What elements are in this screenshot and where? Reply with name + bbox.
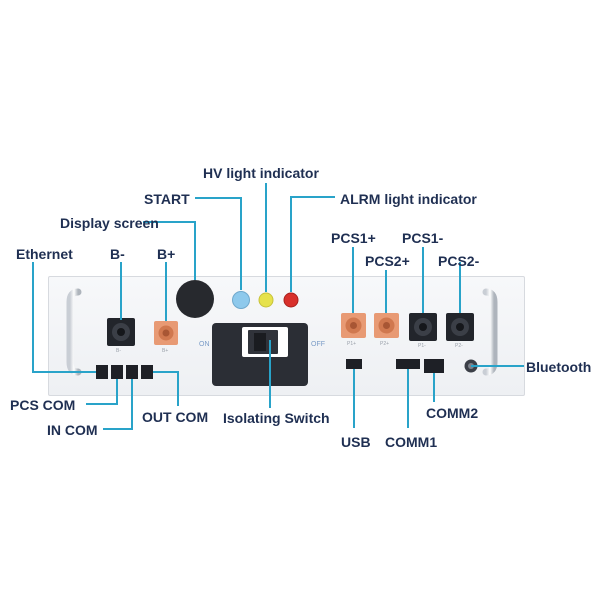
start-label: START bbox=[144, 191, 190, 207]
alrm-light-indicator-label: ALRM light indicator bbox=[340, 191, 477, 207]
p2-minus-port-label: P2- bbox=[455, 343, 463, 349]
leader-pcs-com bbox=[86, 379, 118, 405]
out-com-label: OUT COM bbox=[142, 409, 209, 425]
isolating-switch bbox=[212, 323, 308, 386]
b-plus-connector bbox=[154, 321, 178, 345]
comm2-port bbox=[424, 359, 444, 373]
p2-plus-port-label: P2+ bbox=[380, 341, 390, 347]
ethernet-label: Ethernet bbox=[16, 246, 73, 262]
leader-start bbox=[195, 197, 242, 290]
p1-minus-connector bbox=[409, 313, 437, 341]
p2-plus-connector bbox=[374, 313, 399, 338]
pcs-com-port bbox=[111, 365, 123, 379]
switch-on-label: ON bbox=[199, 341, 210, 348]
alarm-light bbox=[283, 292, 299, 308]
leader-ethernet bbox=[32, 262, 96, 373]
in-com-label: IN COM bbox=[47, 422, 98, 438]
in-com-port bbox=[126, 365, 138, 379]
b-plus-label: B+ bbox=[157, 246, 176, 262]
hv-light-indicator-label: HV light indicator bbox=[203, 165, 319, 181]
hv-light bbox=[258, 292, 274, 308]
b-minus-port-label: B- bbox=[116, 348, 121, 354]
usb-port bbox=[346, 359, 362, 369]
leader-display-screen bbox=[143, 221, 196, 280]
right-handle bbox=[482, 288, 498, 376]
bluetooth-label: Bluetooth bbox=[526, 359, 592, 375]
left-handle bbox=[66, 288, 82, 376]
p1-plus-connector bbox=[341, 313, 366, 338]
b-minus-connector bbox=[107, 318, 135, 346]
b-minus-label: B- bbox=[110, 246, 125, 262]
comm1-port bbox=[396, 359, 420, 369]
pcs1-minus-label: PCS1- bbox=[402, 230, 444, 246]
leader-lines bbox=[32, 183, 524, 430]
start-button bbox=[232, 291, 250, 309]
leader-alrm-light bbox=[290, 196, 335, 292]
display-screen bbox=[176, 280, 214, 318]
out-com-port bbox=[141, 365, 153, 379]
pcs1-plus-label: PCS1+ bbox=[331, 230, 376, 246]
b-plus-port-label: B+ bbox=[162, 348, 169, 354]
pcs2-plus-label: PCS2+ bbox=[365, 253, 410, 269]
comm2-label: COMM2 bbox=[426, 405, 479, 421]
p1-minus-port-label: P1- bbox=[418, 343, 426, 349]
isolating-switch-label: Isolating Switch bbox=[223, 410, 330, 426]
p2-minus-connector bbox=[446, 313, 474, 341]
ethernet-port bbox=[96, 365, 108, 379]
pcs-com-label: PCS COM bbox=[10, 397, 76, 413]
pcs2-minus-label: PCS2- bbox=[438, 253, 480, 269]
leader-in-com bbox=[103, 379, 133, 430]
usb-label: USB bbox=[341, 434, 371, 450]
p1-plus-port-label: P1+ bbox=[347, 341, 357, 347]
switch-off-label: OFF bbox=[311, 341, 325, 348]
comm1-label: COMM1 bbox=[385, 434, 438, 450]
leader-out-com bbox=[153, 371, 179, 406]
display-screen-label: Display screen bbox=[60, 215, 159, 231]
